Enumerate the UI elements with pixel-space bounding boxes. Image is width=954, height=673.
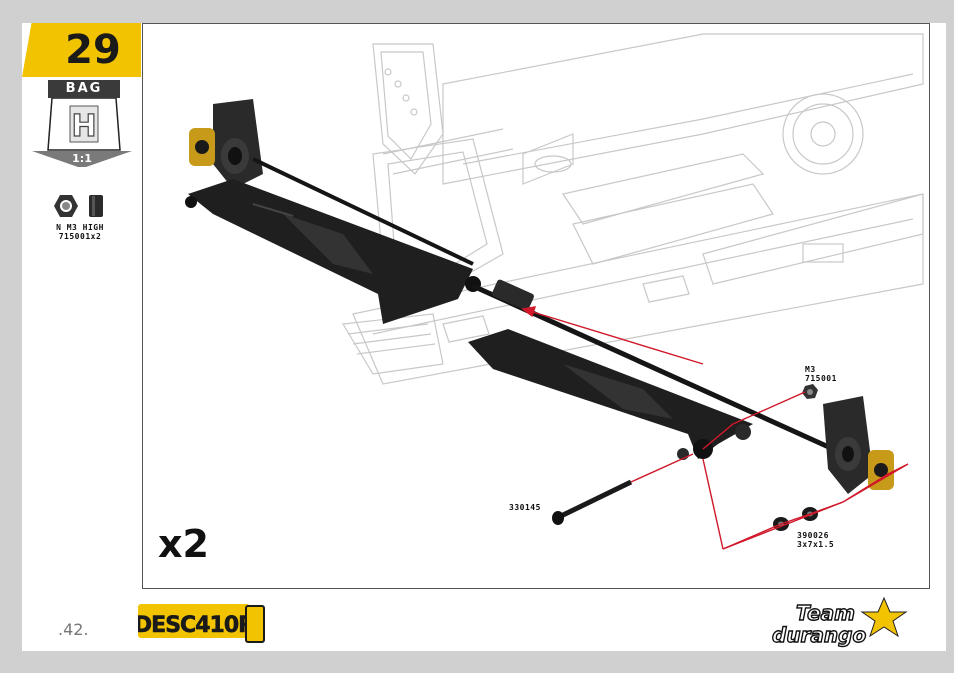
assembly-illustration bbox=[185, 33, 924, 550]
callout-screw-code: 330145 bbox=[509, 503, 541, 512]
callout-washer: 390026 3x7x1.5 bbox=[797, 531, 834, 549]
nut-icon bbox=[54, 195, 103, 217]
sidebar-part-label: N M3 HIGH 715001x2 bbox=[40, 223, 120, 241]
callout-screw: 330145 bbox=[509, 503, 541, 512]
brand-logo-line2: durango bbox=[772, 623, 866, 647]
quantity-multiplier: x2 bbox=[158, 522, 209, 566]
nut-part bbox=[802, 384, 818, 399]
lower-arm-upper bbox=[185, 179, 481, 324]
callout-nut: M3 715001 bbox=[805, 365, 837, 383]
drive-shaft-upper bbox=[252, 157, 474, 266]
scale-indicator bbox=[32, 151, 132, 167]
product-logo: DESC410R bbox=[138, 604, 265, 643]
lower-arm-lower bbox=[468, 329, 753, 460]
step-number: 29 bbox=[65, 27, 121, 73]
assembly-illustration-frame bbox=[142, 23, 930, 589]
callout-washer-code: 390026 bbox=[797, 531, 829, 540]
callout-washer-size: 3x7x1.5 bbox=[797, 540, 835, 549]
sidebar-part-name: N M3 HIGH bbox=[56, 223, 104, 232]
brand-logo: Team durango bbox=[771, 596, 908, 648]
step-number-badge bbox=[22, 23, 141, 77]
callout-nut-size: M3 bbox=[805, 365, 816, 374]
bag-label: BAG bbox=[48, 80, 120, 98]
bag-icon: H bbox=[47, 98, 121, 151]
callout-nut-code: 715001 bbox=[805, 374, 837, 383]
assembly-guide-lines bbox=[521, 306, 909, 550]
sidebar-part-code: 715001x2 bbox=[58, 232, 102, 241]
chassis-outline bbox=[342, 33, 924, 385]
rear-hub-right bbox=[823, 396, 894, 494]
product-logo-text: DESC410R bbox=[138, 613, 255, 638]
brand-logo-line1: Team bbox=[796, 601, 855, 625]
rear-hub-left bbox=[189, 99, 263, 189]
scale-label: 1:1 bbox=[72, 152, 92, 165]
bag-letter: H bbox=[71, 109, 96, 144]
page-number: .42. bbox=[58, 620, 89, 639]
screw-part bbox=[552, 479, 633, 525]
